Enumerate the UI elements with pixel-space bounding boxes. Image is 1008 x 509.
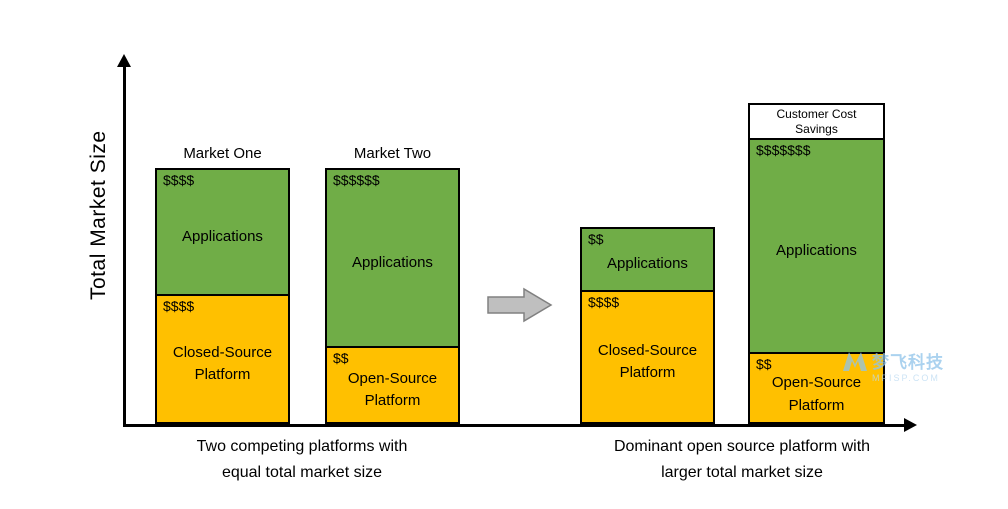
segment-open-source-platform: $$ Open-Source Platform — [325, 346, 460, 424]
bar-open-source-after: Customer Cost Savings $$$$$$$ Applicatio… — [748, 103, 885, 424]
transition-arrow-icon — [487, 287, 553, 323]
segment-cost: $$ — [333, 350, 349, 366]
segment-label: Applications — [182, 227, 263, 245]
y-axis-label: Total Market Size — [87, 130, 110, 300]
segment-applications: $$$$$$$ Applications — [748, 138, 885, 354]
y-axis-line — [123, 66, 126, 427]
segment-closed-source-platform: $$$$ Closed-Source Platform — [580, 290, 715, 424]
segment-applications: $$ Applications — [580, 227, 715, 292]
segment-cost: $$$$$$$ — [756, 142, 811, 158]
caption-left: Two competing platforms with equal total… — [196, 438, 408, 481]
segment-label: Customer Cost Savings — [776, 107, 857, 136]
segment-label: Closed-Source Platform — [597, 341, 698, 382]
segment-closed-source-platform: $$$$ Closed-Source Platform — [155, 294, 290, 424]
segment-cost: $$$$ — [163, 298, 195, 314]
segment-applications: $$$$$$ Applications — [325, 168, 460, 348]
bar-market-one: Market One $$$$ Applications $$$$ Closed… — [155, 145, 290, 424]
segment-customer-cost-savings: Customer Cost Savings — [748, 103, 885, 140]
segment-label: Open-Source Platform — [771, 374, 862, 414]
segment-applications: $$$$ Applications — [155, 168, 290, 296]
bar-closed-source-after: $$ Applications $$$$ Closed-Source Platf… — [580, 227, 715, 424]
segment-cost: $$ — [588, 231, 604, 247]
bar-title: Market Two — [353, 145, 432, 162]
segment-cost: $$ — [756, 356, 772, 372]
segment-cost: $$$$ — [588, 294, 620, 310]
segment-cost: $$$$ — [163, 172, 195, 188]
x-axis-line — [123, 424, 906, 427]
segment-label: Applications — [607, 255, 688, 273]
segment-label: Applications — [352, 253, 433, 271]
segment-label: Open-Source Platform — [347, 369, 438, 410]
segment-open-source-platform: $$ Open-Source Platform — [748, 352, 885, 424]
segment-label: Applications — [776, 241, 857, 259]
segment-label: Closed-Source Platform — [172, 343, 273, 384]
x-axis-arrow-icon — [904, 418, 917, 432]
bar-market-two: Market Two $$$$$$ Applications $$ Open-S… — [325, 145, 460, 424]
caption-right: Dominant open source platform with large… — [613, 438, 871, 481]
y-axis-arrow-icon — [117, 54, 131, 67]
bar-title: Market One — [183, 145, 262, 162]
segment-cost: $$$$$$ — [333, 172, 380, 188]
